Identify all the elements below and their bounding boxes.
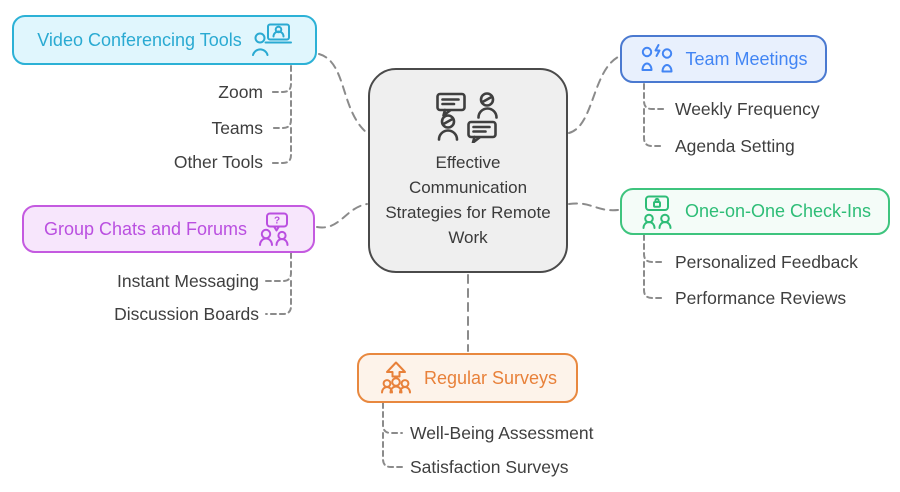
video-call-icon [251,23,292,56]
leaf-performance-reviews: Performance Reviews [675,288,847,308]
conversation-icon [436,92,498,143]
branch-label: One-on-One Check-Ins [684,201,872,221]
connector-group-chats [316,203,368,229]
connector-video-conferencing [318,53,368,134]
connector-center-links [316,53,619,352]
leaf-satisfaction-surveys: Satisfaction Surveys [410,457,569,477]
branch-label: Group Chats and Forums [43,218,248,239]
connector-one-on-one [568,202,619,212]
leaf-instant-messaging: Instant Messaging [116,271,259,291]
central-topic-node[interactable]: Effective Communication Strategies for R… [368,68,568,273]
growth-people-icon [380,361,411,394]
branch-group-chats-and-forums[interactable]: Group Chats and Forums ? [22,205,315,253]
leaf-other-tools: Other Tools [173,152,263,172]
question-chat-icon: ? [259,212,289,246]
central-topic-label: Effective Communication Strategies for R… [385,153,551,247]
branch-video-conferencing-tools[interactable]: Video Conferencing Tools [12,15,317,65]
leaf-agenda-setting: Agenda Setting [675,136,795,156]
connector-leaf-links [265,65,665,468]
svg-text:?: ? [274,216,280,227]
branch-one-on-one-check-ins[interactable]: One-on-One Check-Ins [620,188,890,235]
branch-label: Video Conferencing Tools [37,29,242,50]
branch-team-meetings[interactable]: Team Meetings [620,35,827,83]
team-people-icon [641,44,673,73]
leaf-teams: Teams [211,118,263,138]
leaf-personalized-feedback: Personalized Feedback [675,252,858,272]
branch-label: Regular Surveys [423,367,558,388]
leaf-well-being-assessment: Well-Being Assessment [410,423,594,443]
branch-label: Team Meetings [685,48,808,69]
lock-chat-icon [642,195,672,229]
leaf-weekly-frequency: Weekly Frequency [675,99,820,119]
branch-regular-surveys[interactable]: Regular Surveys [357,353,578,403]
leaf-discussion-boards: Discussion Boards [114,304,259,324]
connector-team-meetings [568,56,619,134]
leaf-zoom: Zoom [218,82,263,102]
